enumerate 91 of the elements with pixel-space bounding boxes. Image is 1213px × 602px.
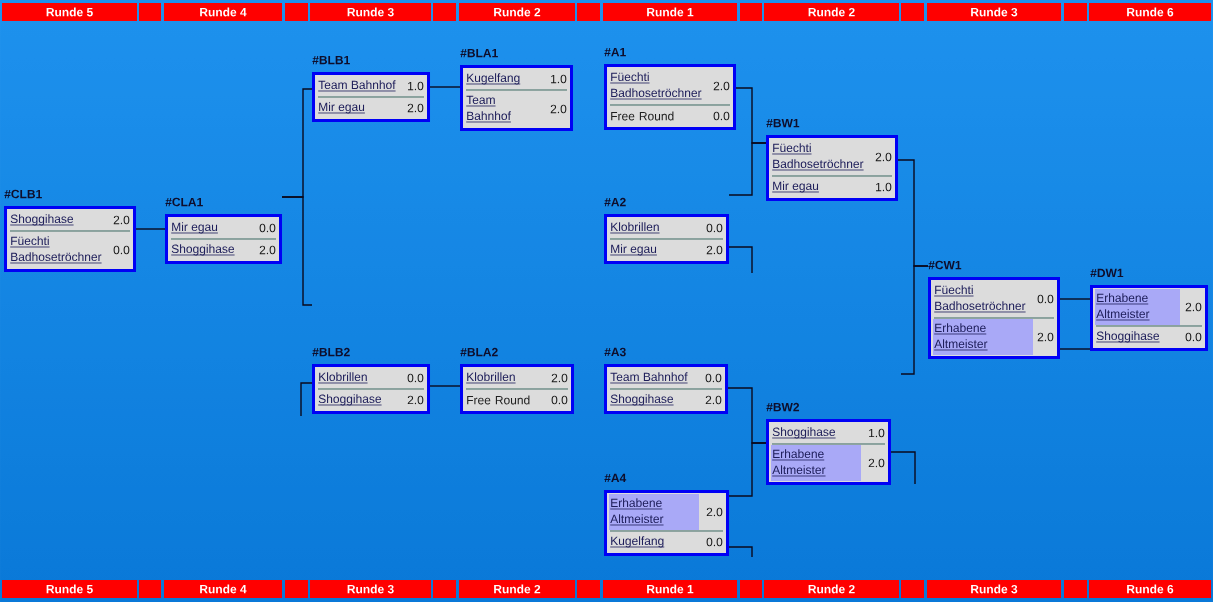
score: 1.0: [551, 74, 567, 84]
match-label: #CLB1: [4, 189, 42, 199]
bracket-line: [900, 265, 929, 375]
score: 0.0: [407, 373, 424, 383]
match-label: #BLB1: [312, 55, 350, 65]
score: 0.0: [113, 245, 130, 255]
score: 1.0: [408, 81, 424, 91]
team-name: Erhabene Altmeister: [609, 494, 699, 530]
team-name: Team Bahnhof: [317, 80, 396, 92]
score: 0.0: [705, 373, 722, 383]
team-name: Erhabene Altmeister: [771, 445, 861, 481]
round-header: Runde 2: [764, 3, 899, 21]
score: 2.0: [550, 104, 567, 114]
team-name: Team Bahnhof: [609, 372, 688, 384]
score: 0.0: [713, 111, 730, 121]
match-label: #DW1: [1090, 268, 1124, 278]
score: 2.0: [875, 152, 892, 162]
connector-line: [1059, 298, 1091, 300]
connector-line: [429, 385, 461, 387]
score: 2.0: [868, 458, 885, 468]
match-label: #BLB2: [312, 347, 350, 357]
score: 0.0: [706, 537, 723, 547]
match-label: #BLA2: [460, 347, 498, 357]
score: 2.0: [1185, 302, 1202, 312]
team-name: Erhabene Altmeister: [1095, 289, 1180, 325]
team-name: Team Bahnhof: [465, 95, 512, 123]
score: 2.0: [706, 245, 723, 255]
score: 2.0: [706, 507, 723, 517]
team-name: Erhabene Altmeister: [933, 319, 1033, 355]
team-name: Shoggihase: [170, 244, 235, 256]
match-label: #A3: [604, 347, 626, 357]
round-header: Runde 4: [164, 3, 282, 21]
team-name: Füechti Badhosetröchner: [609, 72, 702, 100]
match-label: #BW2: [766, 402, 800, 412]
score: 2.0: [551, 373, 568, 383]
score: 2.0: [713, 81, 730, 91]
team-name: Shoggihase: [317, 394, 382, 406]
match-label: #A4: [604, 473, 627, 483]
team-name: Füechti Badhosetröchner: [933, 285, 1026, 313]
round-header: Runde 1: [603, 3, 737, 21]
score: 2.0: [407, 103, 424, 113]
score: 2.0: [1037, 332, 1054, 342]
match-label: #A1: [604, 47, 626, 57]
score: 1.0: [876, 182, 892, 192]
round-header: Runde 3: [310, 3, 431, 21]
match-label: #CLA1: [165, 197, 203, 207]
round-header: Runde 5: [2, 3, 137, 21]
team-name: Kugelfang: [465, 73, 521, 85]
bracket-line: [890, 451, 916, 485]
match-label: #CW1: [928, 260, 962, 270]
score: 0.0: [1037, 294, 1054, 304]
team-name: Shoggihase: [609, 394, 674, 406]
team-name: Mir egau: [609, 244, 658, 256]
score: 0.0: [551, 395, 568, 405]
bracket-line: [728, 246, 753, 274]
connector-line: [135, 228, 166, 230]
score: 2.0: [259, 245, 276, 255]
match-label: #BLA1: [460, 48, 498, 58]
bracket-line: [281, 196, 313, 306]
round-header: Runde 3: [927, 3, 1061, 21]
score: 2.0: [407, 395, 424, 405]
score: 0.0: [1185, 332, 1202, 342]
score: 1.0: [869, 428, 885, 438]
team-name: Shoggihase: [9, 214, 74, 226]
score: 2.0: [705, 395, 722, 405]
team-name: Klobrillen: [609, 222, 660, 234]
team-name: Füechti Badhosetröchner: [9, 236, 102, 264]
team-name: Shoggihase: [1095, 331, 1160, 343]
score: 0.0: [706, 223, 723, 233]
connector-line: [429, 86, 461, 88]
team-name: Klobrillen: [465, 372, 516, 384]
team-name: Free Round: [611, 111, 674, 121]
connector-line: [1059, 348, 1091, 350]
bracket-line: [728, 142, 767, 196]
team-name: Free Round: [467, 395, 530, 405]
score: 2.0: [113, 215, 130, 225]
match-label: #A2: [604, 197, 626, 207]
bracket-line: [728, 442, 767, 497]
team-name: Shoggihase: [771, 427, 836, 439]
team-name: Klobrillen: [317, 372, 368, 384]
round-header: Runde 6: [1089, 3, 1211, 21]
team-name: Mir egau: [170, 222, 219, 234]
team-name: Kugelfang: [609, 536, 665, 548]
team-name: Mir egau: [771, 181, 820, 193]
bracket-line: [300, 382, 313, 417]
team-name: Füechti Badhosetröchner: [771, 143, 864, 171]
match-label: #BW1: [766, 118, 800, 128]
score: 0.0: [259, 223, 276, 233]
bracket-line: [728, 546, 753, 558]
team-name: Mir egau: [317, 102, 366, 114]
round-header: Runde 2: [459, 3, 575, 21]
